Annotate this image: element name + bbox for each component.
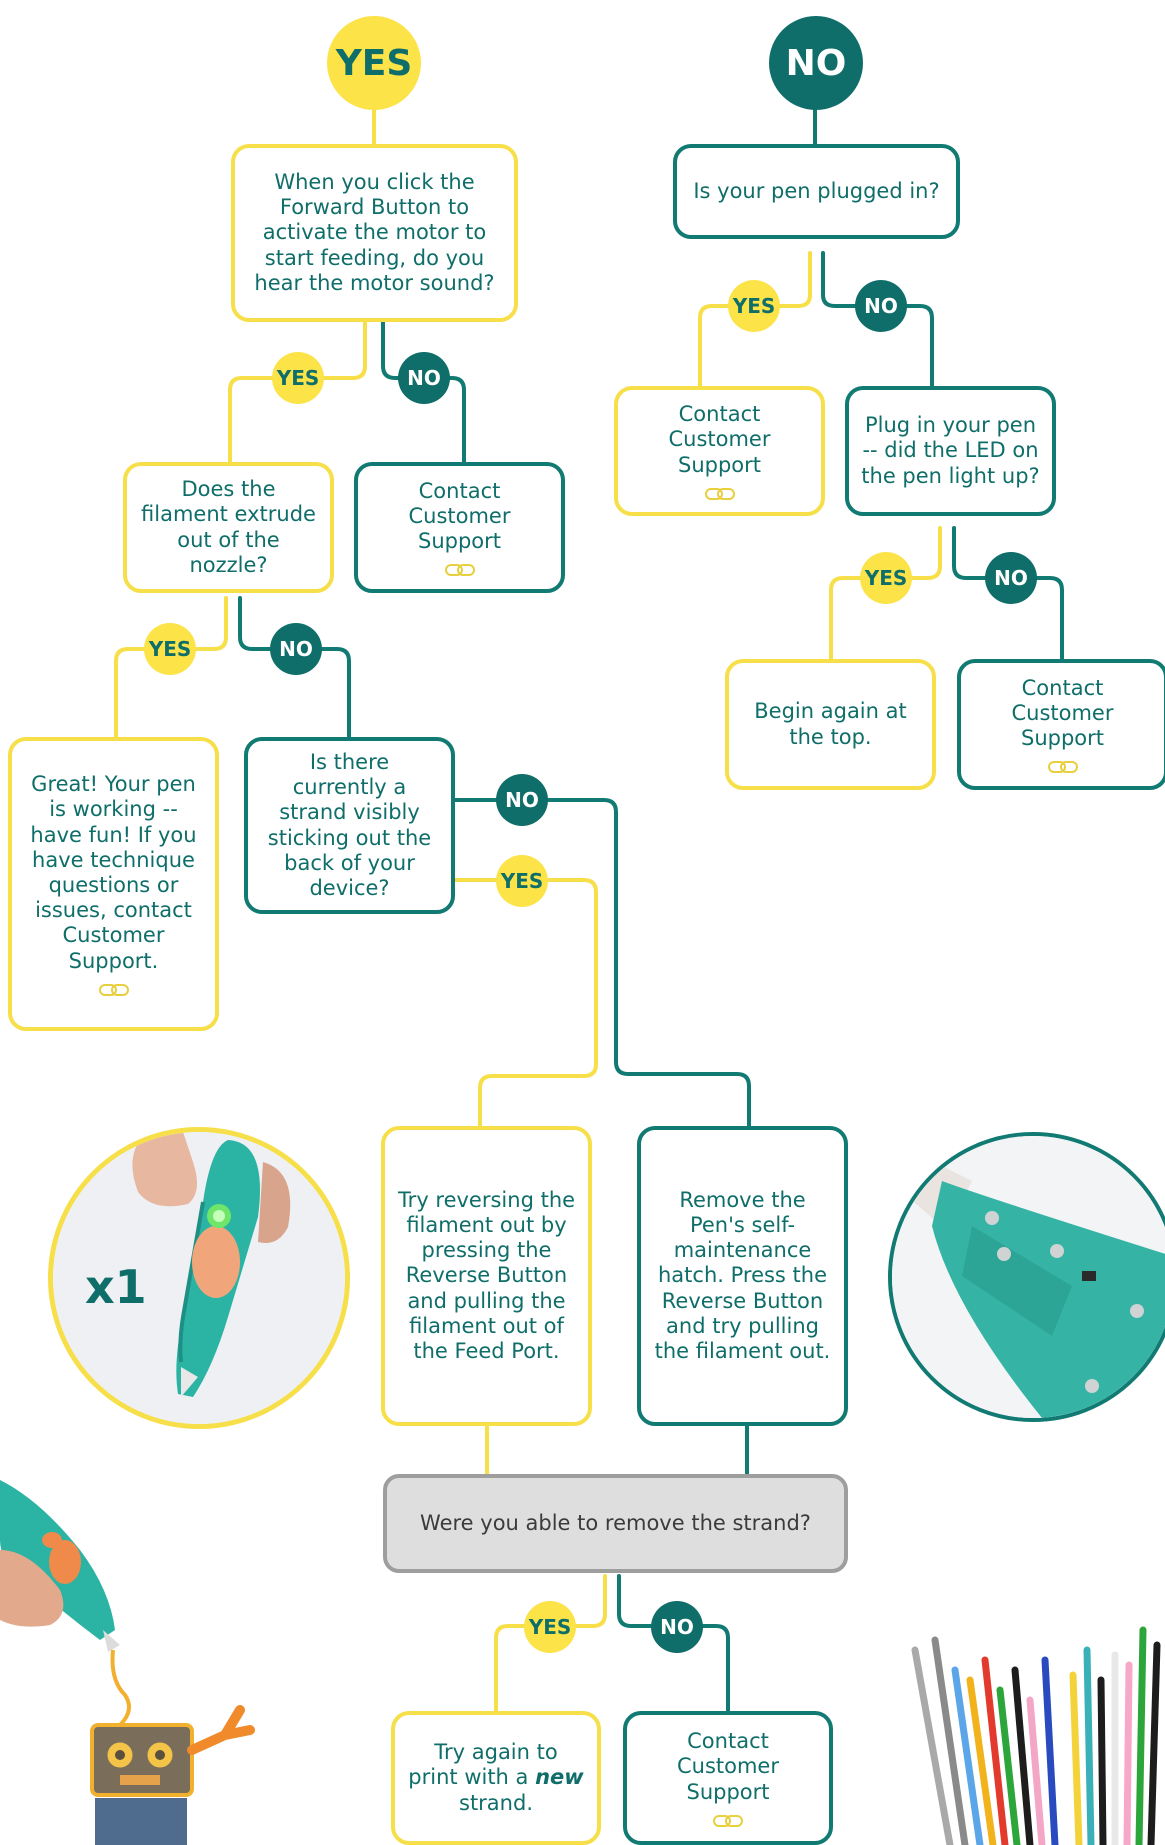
try-again-box: Try again to print with a new strand.: [391, 1711, 601, 1845]
try-again-post: strand.: [459, 1790, 533, 1815]
link-icon[interactable]: [1047, 761, 1078, 774]
contact-support-box-3: Contact Customer Support: [957, 659, 1165, 790]
try-again-pre: Try again to print with a: [408, 1740, 558, 1790]
contact-support-text-4: Contact Customer Support: [676, 1729, 779, 1804]
contact-support-box-4: Contact Customer Support: [623, 1711, 833, 1845]
pen-plugged-question: Is your pen plugged in?: [673, 144, 960, 239]
plug-in-question: Plug in your pen -- did the LED on the p…: [845, 386, 1056, 516]
link-icon[interactable]: [713, 1814, 743, 1827]
no-badge: NO: [985, 552, 1037, 604]
pen-working-box: Great! Your pen is working -- have fun! …: [8, 737, 219, 1031]
extrude-text: Does the filament extrude out of the noz…: [141, 477, 316, 577]
remove-strand-text: Were you able to remove the strand?: [420, 1510, 811, 1535]
pen-working-text: Great! Your pen is working -- have fun! …: [30, 772, 197, 973]
robot-drawing-illustration: [0, 1480, 255, 1845]
filament-sticks-illustration: [911, 1626, 1161, 1845]
hatch-illustration: [892, 1136, 1165, 1418]
remove-hatch-text: Remove the Pen's self-maintenance hatch.…: [654, 1187, 831, 1363]
yes-badge: YES: [728, 280, 780, 332]
press-count-label: x1: [85, 1260, 147, 1314]
reverse-filament-box: Try reversing the filament out by pressi…: [381, 1126, 592, 1426]
yes-badge: YES: [272, 352, 324, 404]
contact-support-box-2: Contact Customer Support: [354, 462, 565, 593]
begin-again-text: Begin again at the top.: [754, 699, 907, 749]
extrude-question: Does the filament extrude out of the noz…: [123, 462, 334, 593]
try-again-emphasis: new: [535, 1765, 584, 1790]
yes-badge: YES: [860, 552, 912, 604]
yes-start-badge: YES: [327, 16, 421, 110]
no-badge: NO: [855, 280, 907, 332]
pen-button-photo: x1: [48, 1127, 350, 1429]
begin-again-box: Begin again at the top.: [725, 659, 936, 790]
yes-badge: YES: [144, 623, 196, 675]
contact-support-text-1: Contact Customer Support: [668, 402, 771, 477]
remove-strand-question: Were you able to remove the strand?: [383, 1474, 848, 1573]
link-icon[interactable]: [98, 983, 129, 996]
strand-visible-text: Is there currently a strand visibly stic…: [267, 749, 432, 900]
motor-sound-text: When you click the Forward Button to act…: [254, 170, 495, 295]
contact-support-box-1: Contact Customer Support: [614, 386, 825, 516]
no-start-badge: NO: [769, 16, 863, 110]
contact-support-text-3: Contact Customer Support: [1011, 675, 1114, 751]
strand-visible-question: Is there currently a strand visibly stic…: [244, 737, 455, 914]
try-again-text: Try again to print with a new strand.: [407, 1740, 585, 1816]
no-badge: NO: [496, 774, 548, 826]
contact-support-text-2: Contact Customer Support: [408, 478, 511, 554]
pen-button-illustration: [53, 1132, 345, 1424]
link-icon[interactable]: [444, 564, 475, 577]
no-badge: NO: [651, 1601, 703, 1653]
yes-badge: YES: [524, 1601, 576, 1653]
yes-badge: YES: [496, 855, 548, 907]
pen-plugged-text: Is your pen plugged in?: [693, 178, 940, 203]
plug-in-text: Plug in your pen -- did the LED on the p…: [861, 413, 1040, 488]
reverse-filament-text: Try reversing the filament out by pressi…: [397, 1187, 576, 1363]
no-badge: NO: [398, 352, 450, 404]
remove-hatch-box: Remove the Pen's self-maintenance hatch.…: [637, 1126, 848, 1426]
hatch-photo: [888, 1132, 1165, 1422]
motor-sound-question: When you click the Forward Button to act…: [231, 144, 518, 322]
no-badge: NO: [270, 623, 322, 675]
link-icon[interactable]: [704, 487, 735, 500]
